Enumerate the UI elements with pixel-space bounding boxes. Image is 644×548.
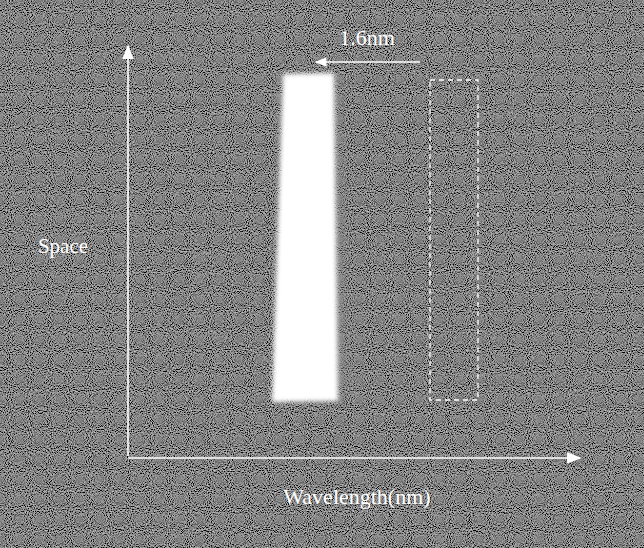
dimension-label: 1.6nm	[339, 27, 395, 49]
wavelength-axis	[128, 457, 580, 459]
shift-arrow	[316, 61, 420, 62]
space-axis	[127, 46, 129, 456]
axis-label: Wavelength(nm)	[283, 486, 430, 508]
spectral-line	[272, 73, 338, 402]
dashed-region	[430, 80, 478, 400]
axis-label: Space	[38, 236, 88, 257]
